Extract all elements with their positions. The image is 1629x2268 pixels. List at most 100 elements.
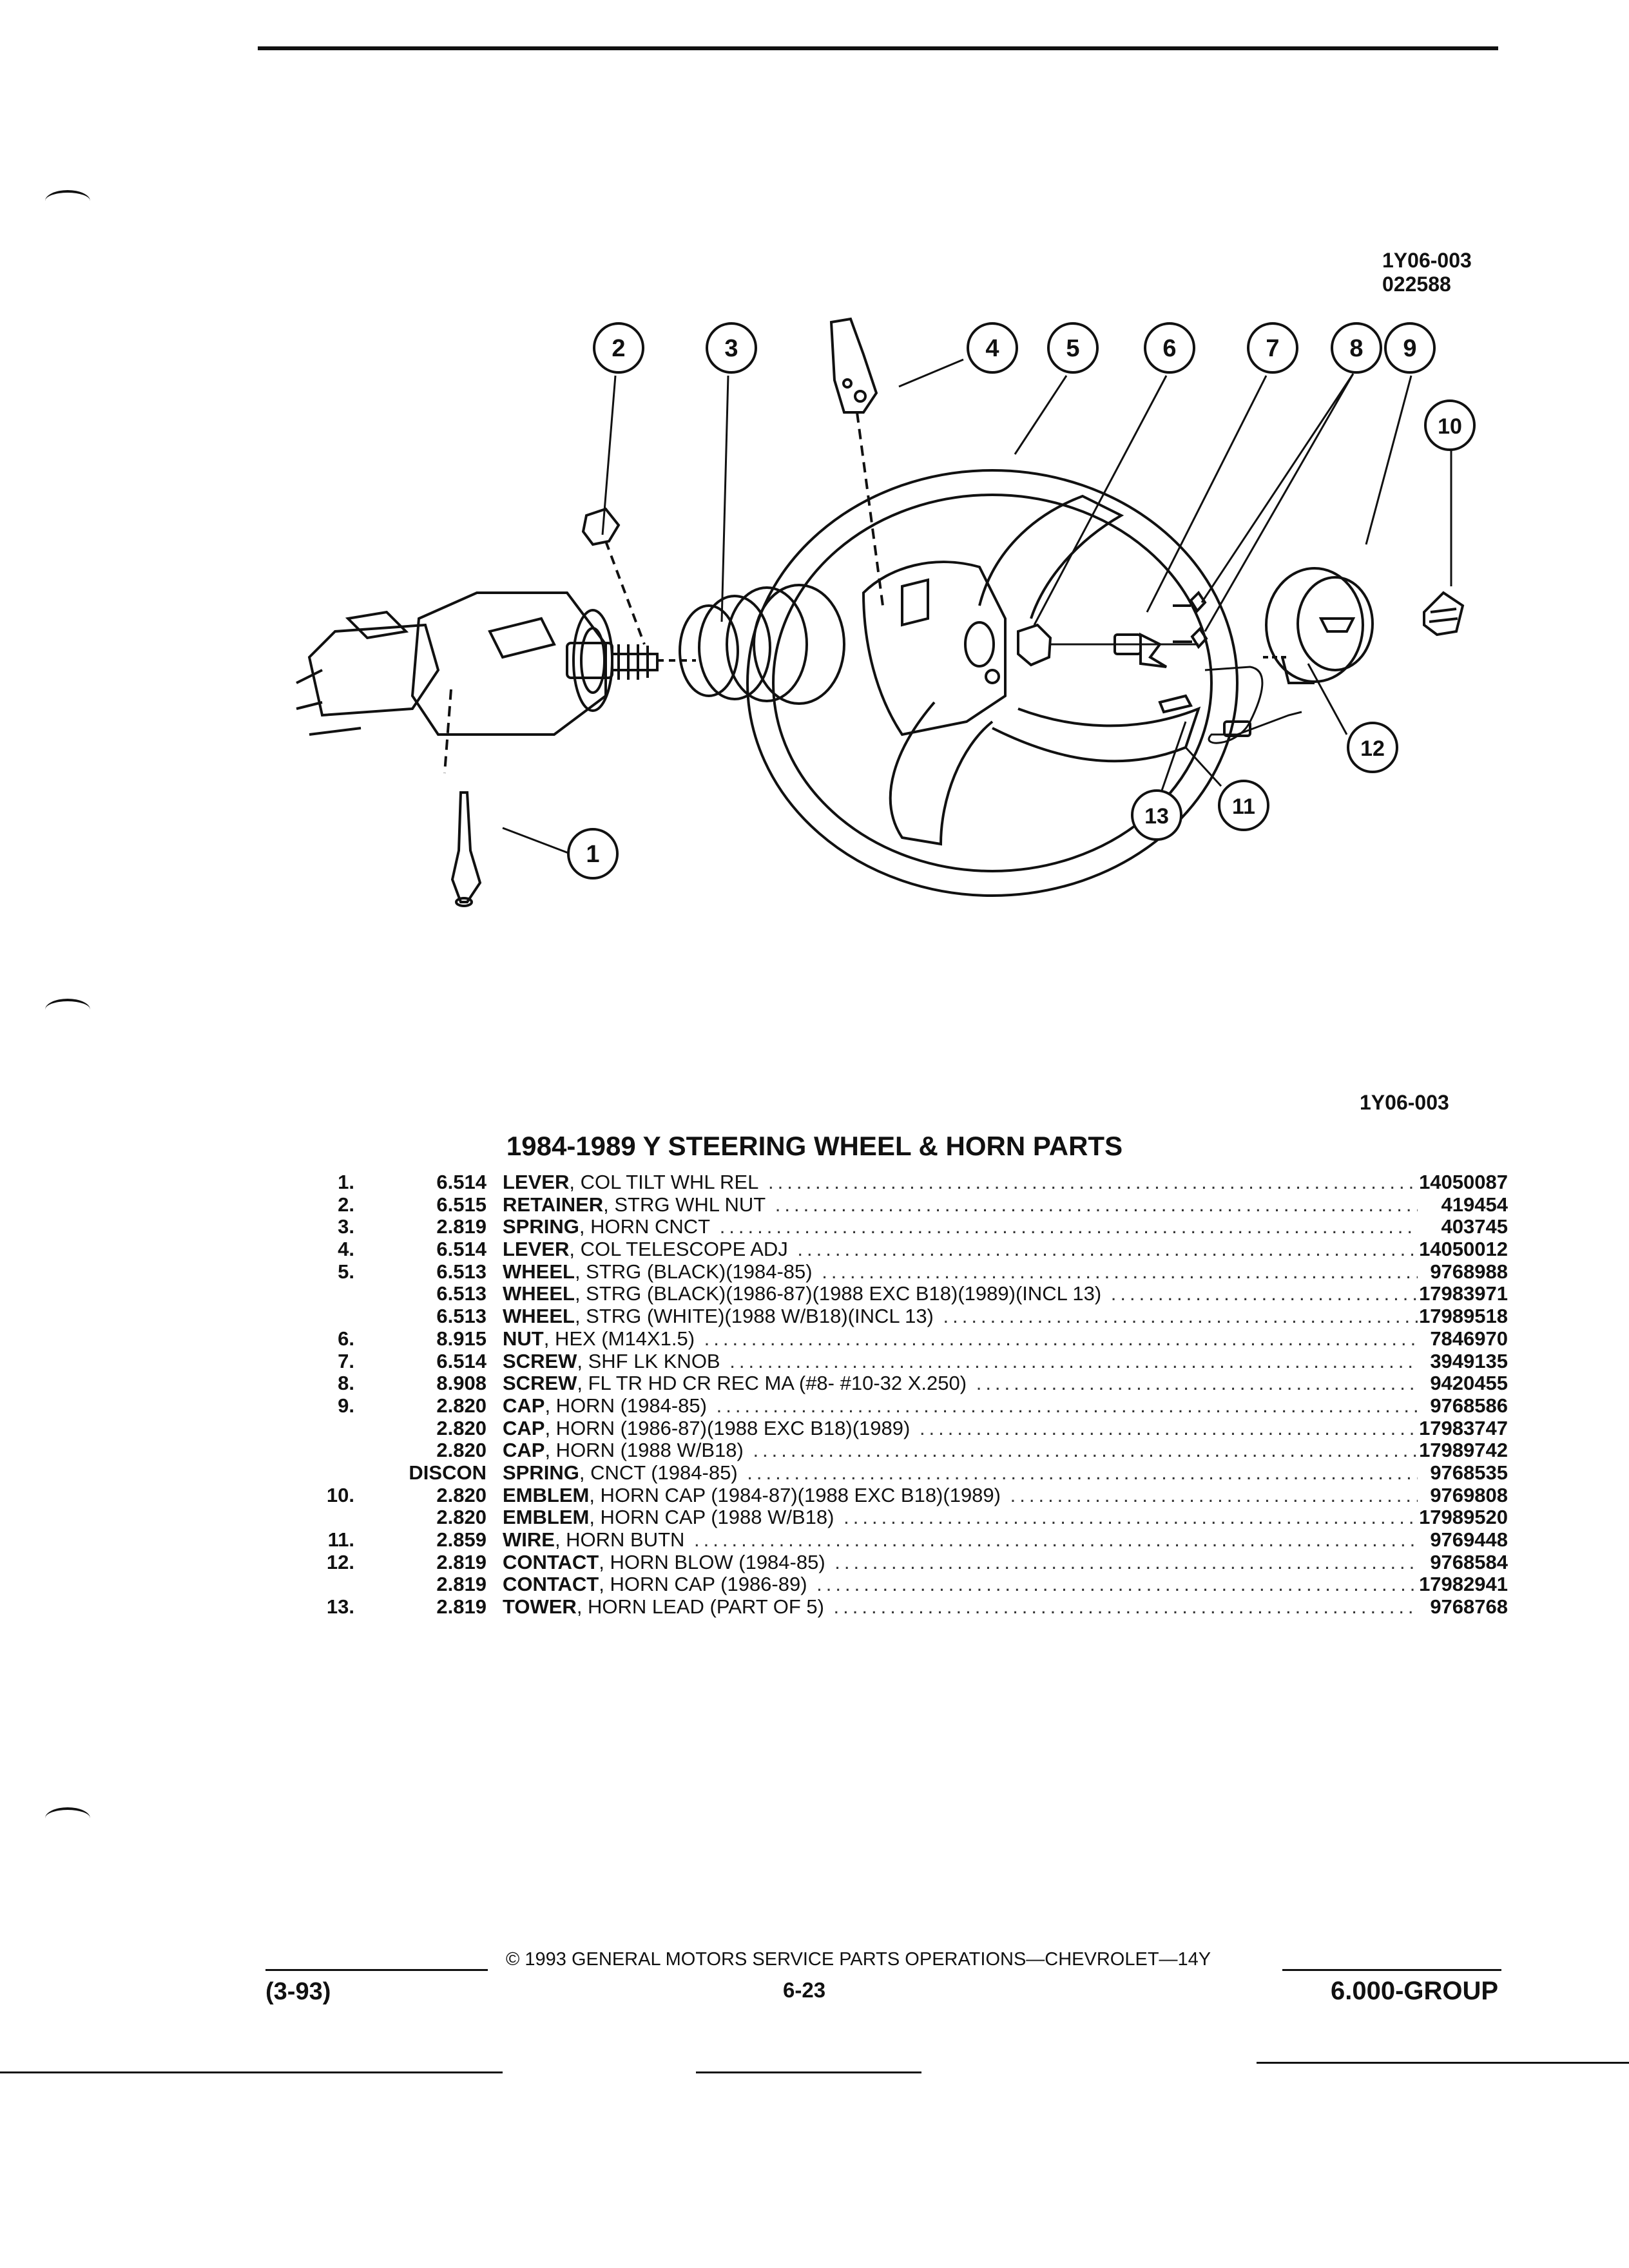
group-code: 2.820 xyxy=(436,1416,487,1439)
part-description: LEVER, COL TELESCOPE ADJ ...............… xyxy=(503,1238,1418,1261)
callout-2: 2 xyxy=(593,322,644,374)
callout-7: 7 xyxy=(1247,322,1298,374)
part-detail: , HORN BLOW (1984-85) xyxy=(599,1551,825,1573)
part-name: CONTACT xyxy=(503,1573,599,1596)
part-name: LEVER xyxy=(503,1171,570,1193)
callout-11: 11 xyxy=(1218,780,1269,831)
callout-4: 4 xyxy=(967,322,1018,374)
part-detail: , COL TILT WHL REL xyxy=(569,1171,759,1193)
part-number: 14050012 xyxy=(1419,1238,1508,1261)
callout-label: 3 xyxy=(724,335,738,362)
leader-dots: ........................................… xyxy=(704,1327,1418,1350)
callout-label: 2 xyxy=(612,335,625,362)
leader-dots: ........................................… xyxy=(976,1372,1418,1395)
leader-dots: ........................................… xyxy=(919,1417,1418,1439)
part-description: WHEEL, STRG (WHITE)(1988 W/B18)(INCL 13)… xyxy=(503,1305,1418,1328)
emblem-illustration xyxy=(1423,591,1465,637)
leader-dots: ........................................… xyxy=(767,1171,1418,1193)
leader-dots: ........................................… xyxy=(797,1238,1418,1261)
horn-cap-illustration xyxy=(1265,567,1374,684)
page-title: 1984-1989 Y STEERING WHEEL & HORN PARTS xyxy=(506,1131,1123,1161)
callout-label: 7 xyxy=(1266,335,1279,362)
part-detail: , HORN (1986-87)(1988 EXC B18)(1989) xyxy=(545,1417,911,1439)
part-number: 9768535 xyxy=(1430,1461,1508,1484)
group-code: 6.513 xyxy=(436,1282,487,1305)
part-name: CAP xyxy=(503,1417,545,1439)
leader-dots: ........................................… xyxy=(775,1193,1418,1216)
part-detail: , SHF LK KNOB xyxy=(577,1350,720,1372)
group-number: 6.000-GROUP xyxy=(1331,1977,1499,2005)
callout-label: 4 xyxy=(985,335,999,362)
part-description: WHEEL, STRG (BLACK)(1984-85) ...........… xyxy=(503,1261,1418,1283)
part-description: CONTACT, HORN CAP (1986-89) ............… xyxy=(503,1573,1418,1596)
leader-dots: ........................................… xyxy=(719,1216,1418,1238)
group-code: DISCON xyxy=(409,1461,487,1484)
part-number: 9768586 xyxy=(1430,1394,1508,1417)
page-number: 6-23 xyxy=(783,1978,826,2002)
lock-knob-screw-illustration xyxy=(1113,632,1168,668)
part-number: 17982941 xyxy=(1419,1573,1508,1596)
part-number: 17983971 xyxy=(1419,1282,1508,1305)
horn-spring-illustration xyxy=(679,584,845,705)
callout-9: 9 xyxy=(1384,322,1436,374)
leader-dots: ........................................… xyxy=(753,1439,1418,1462)
group-code: 2.859 xyxy=(436,1528,487,1551)
callout-12: 12 xyxy=(1347,722,1398,773)
part-description: EMBLEM, HORN CAP (1988 W/B18) ..........… xyxy=(503,1506,1418,1529)
copyright-notice: © 1993 GENERAL MOTORS SERVICE PARTS OPER… xyxy=(506,1949,1211,1970)
part-detail: , CNCT (1984-85) xyxy=(579,1461,738,1484)
part-name: EMBLEM xyxy=(503,1506,590,1529)
part-number: 9769448 xyxy=(1430,1528,1508,1551)
part-description: NUT, HEX (M14X1.5) .....................… xyxy=(503,1328,1418,1350)
item-number: 7. xyxy=(338,1349,354,1372)
group-code: 2.819 xyxy=(436,1215,487,1238)
part-number: 9768988 xyxy=(1430,1260,1508,1283)
callout-label: 9 xyxy=(1403,335,1416,362)
part-number: 17989518 xyxy=(1419,1305,1508,1328)
part-detail: , HORN CAP (1986-89) xyxy=(599,1573,807,1596)
part-description: LEVER, COL TILT WHL REL ................… xyxy=(503,1171,1418,1194)
leader-dots: ........................................… xyxy=(1010,1484,1418,1506)
callout-1: 1 xyxy=(567,828,619,879)
top-rule xyxy=(258,46,1498,50)
leader-dots: ........................................… xyxy=(843,1506,1418,1529)
horn-tower-illustration xyxy=(1158,694,1193,714)
leader-dots: ........................................… xyxy=(943,1305,1418,1328)
part-description: EMBLEM, HORN CAP (1984-87)(1988 EXC B18)… xyxy=(503,1485,1418,1507)
part-detail: , HORN LEAD (PART OF 5) xyxy=(576,1596,824,1619)
callout-label: 13 xyxy=(1144,804,1169,829)
part-row: 2.820 CAP, HORN (1986-87)(1988 EXC B18)(1… xyxy=(309,1416,1508,1440)
group-code: 6.515 xyxy=(436,1193,487,1216)
group-code: 2.820 xyxy=(436,1394,487,1417)
leader-dots: ........................................… xyxy=(694,1529,1418,1551)
part-name: LEVER xyxy=(503,1238,570,1261)
binder-mark xyxy=(45,999,90,1021)
bottom-rule xyxy=(0,2071,503,2073)
callout-label: 8 xyxy=(1349,335,1363,362)
callout-6: 6 xyxy=(1144,322,1195,374)
part-detail: , HORN CAP (1988 W/B18) xyxy=(589,1506,834,1529)
item-number: 4. xyxy=(338,1238,354,1261)
part-name: NUT xyxy=(503,1327,544,1350)
part-name: WHEEL xyxy=(503,1283,575,1305)
item-number: 9. xyxy=(338,1394,354,1417)
horn-wire-illustration xyxy=(1204,666,1302,744)
callout-label: 12 xyxy=(1360,736,1385,761)
callout-10: 10 xyxy=(1424,399,1476,451)
part-name: SCREW xyxy=(503,1372,577,1395)
callout-13: 13 xyxy=(1131,789,1182,841)
part-description: SCREW, SHF LK KNOB .....................… xyxy=(503,1350,1418,1373)
leader-dots: ........................................… xyxy=(1110,1283,1418,1305)
part-number: 17983747 xyxy=(1419,1416,1508,1439)
hex-nut-illustration xyxy=(1017,623,1052,667)
